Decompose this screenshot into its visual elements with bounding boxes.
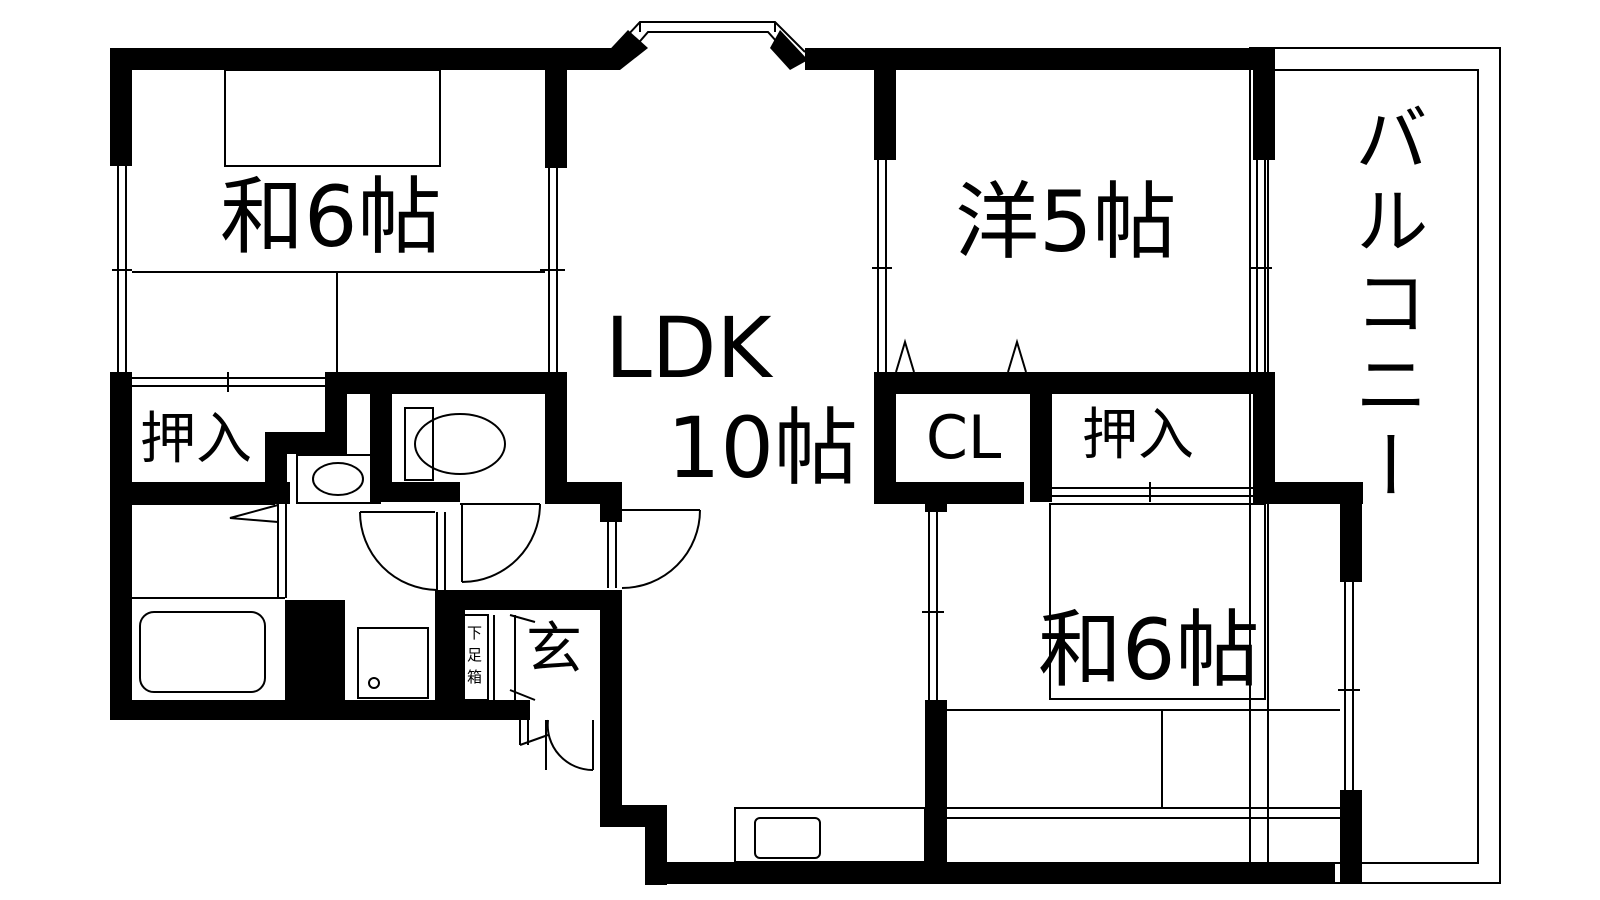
room-label-ldk-size: 10帖 <box>667 399 858 497</box>
room-label-balcony: バルコニー <box>1342 100 1428 510</box>
room-label-oshiire-e: 押入 <box>1082 403 1194 468</box>
room-label-oshiire-w: 押入 <box>140 407 252 472</box>
thin-lines <box>112 21 1360 863</box>
shoe-box-label-2: 足 <box>467 646 483 664</box>
room-label-washitsu-se: 和6帖 <box>1038 601 1260 699</box>
room-label-washitsu-nw: 和6帖 <box>220 168 442 266</box>
shoe-box-label-3: 箱 <box>467 668 483 686</box>
room-label-genkan: 玄 <box>526 617 582 682</box>
room-label-ldk-name: LDK <box>605 299 772 397</box>
room-label-closet: CL <box>926 403 1002 473</box>
room-label-yoshitsu: 洋5帖 <box>955 173 1177 271</box>
walls <box>110 30 1363 885</box>
shoe-box-label-1: 下 <box>467 624 483 642</box>
